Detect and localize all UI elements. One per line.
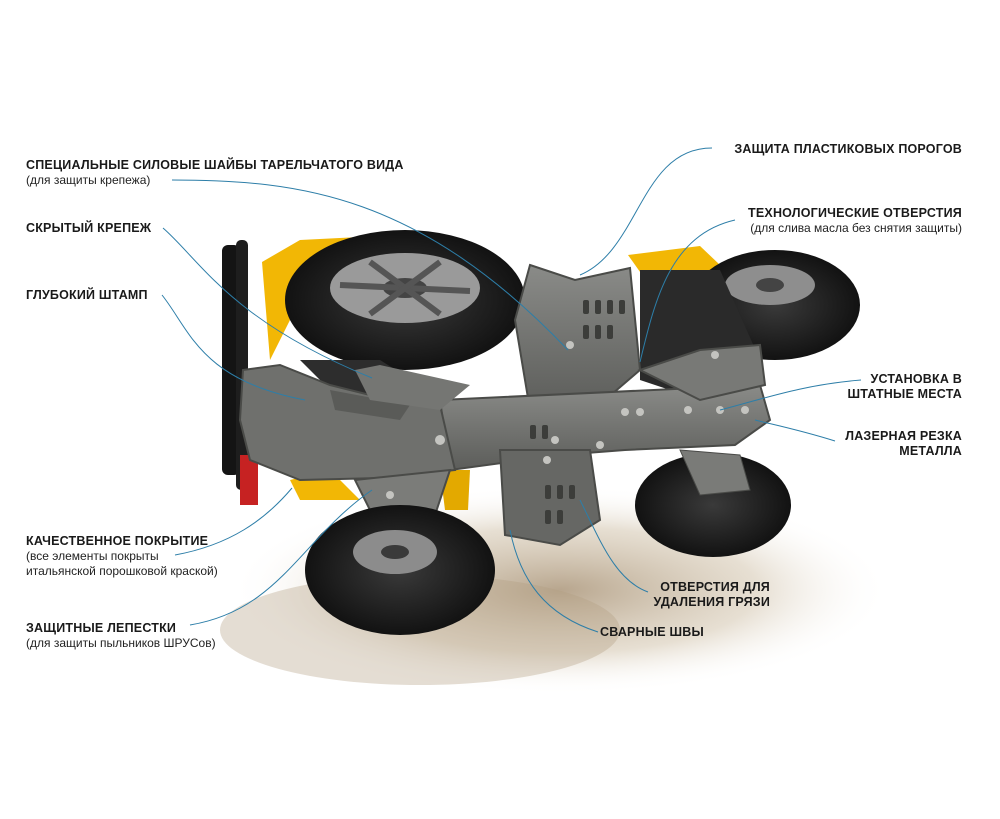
callout-laser-sub: МЕТАЛЛА: [899, 444, 962, 458]
callout-stamp-title: ГЛУБОКИЙ ШТАМП: [26, 288, 148, 302]
callout-washers-title: СПЕЦИАЛЬНЫЕ СИЛОВЫЕ ШАЙБЫ ТАРЕЛЬЧАТОГО В…: [26, 158, 404, 172]
leader-welds: [509, 529, 599, 633]
callout-petals-title: ЗАЩИТНЫЕ ЛЕПЕСТКИ: [26, 621, 177, 635]
leader-petals: [189, 489, 373, 626]
callout-petals: ЗАЩИТНЫЕ ЛЕПЕСТКИ (для защиты пыльников …: [26, 621, 216, 651]
leader-hidden: [162, 227, 373, 379]
callout-welds-title: СВАРНЫЕ ШВЫ: [600, 625, 704, 639]
callout-sills: ЗАЩИТА ПЛАСТИКОВЫХ ПОРОГОВ: [734, 142, 962, 157]
leader-sills: [579, 147, 713, 276]
callout-washers: СПЕЦИАЛЬНЫЕ СИЛОВЫЕ ШАЙБЫ ТАРЕЛЬЧАТОГО В…: [26, 158, 404, 188]
callout-coating-title: КАЧЕСТВЕННОЕ ПОКРЫТИЕ: [26, 534, 209, 548]
callout-tech-title: ТЕХНОЛОГИЧЕСКИЕ ОТВЕРСТИЯ: [748, 206, 962, 220]
callout-hidden-title: СКРЫТЫЙ КРЕПЕЖ: [26, 221, 152, 235]
callout-sills-title: ЗАЩИТА ПЛАСТИКОВЫХ ПОРОГОВ: [734, 142, 962, 156]
callout-laser-title: ЛАЗЕРНАЯ РЕЗКА: [845, 429, 962, 443]
leader-tech: [639, 219, 736, 363]
leader-washers: [171, 179, 569, 351]
leader-install: [719, 379, 862, 411]
wheel-bottom-right: [635, 449, 791, 557]
callout-install-sub: ШТАТНЫЕ МЕСТА: [847, 387, 962, 401]
callout-coating-sub: (все элементы покрыты: [26, 549, 159, 563]
wheel-top-left: [285, 230, 525, 370]
leader-laser: [754, 419, 836, 442]
skid-plate-front: [238, 363, 457, 482]
callout-dirt-title: ОТВЕРСТИЯ ДЛЯ: [660, 580, 770, 594]
callout-coating: КАЧЕСТВЕННОЕ ПОКРЫТИЕ (все элементы покр…: [26, 534, 218, 579]
callout-welds: СВАРНЫЕ ШВЫ: [600, 625, 704, 640]
skid-plate-rear: [637, 343, 767, 402]
callout-petals-sub: (для защиты пыльников ШРУСов): [26, 636, 216, 650]
callout-tech-sub: (для слива масла без снятия защиты): [750, 221, 962, 235]
callout-tech: ТЕХНОЛОГИЧЕСКИЕ ОТВЕРСТИЯ (для слива мас…: [748, 206, 962, 236]
callout-dirt-sub: УДАЛЕНИЯ ГРЯЗИ: [653, 595, 770, 609]
leader-stamp: [161, 294, 306, 401]
callout-stamp: ГЛУБОКИЙ ШТАМП: [26, 288, 148, 303]
leader-coating: [174, 487, 293, 556]
callout-dirt: ОТВЕРСТИЯ ДЛЯ УДАЛЕНИЯ ГРЯЗИ: [653, 580, 770, 610]
callout-hidden: СКРЫТЫЙ КРЕПЕЖ: [26, 221, 151, 236]
callout-install-title: УСТАНОВКА В: [870, 372, 962, 386]
leader-dirt: [579, 499, 649, 593]
callout-laser: ЛАЗЕРНАЯ РЕЗКА МЕТАЛЛА: [845, 429, 962, 459]
wheel-bottom-left: [305, 505, 495, 635]
callout-install: УСТАНОВКА В ШТАТНЫЕ МЕСТА: [848, 372, 962, 402]
callout-coating-sub2: итальянской порошковой краской): [26, 564, 218, 578]
callout-washers-sub: (для защиты крепежа): [26, 173, 151, 187]
